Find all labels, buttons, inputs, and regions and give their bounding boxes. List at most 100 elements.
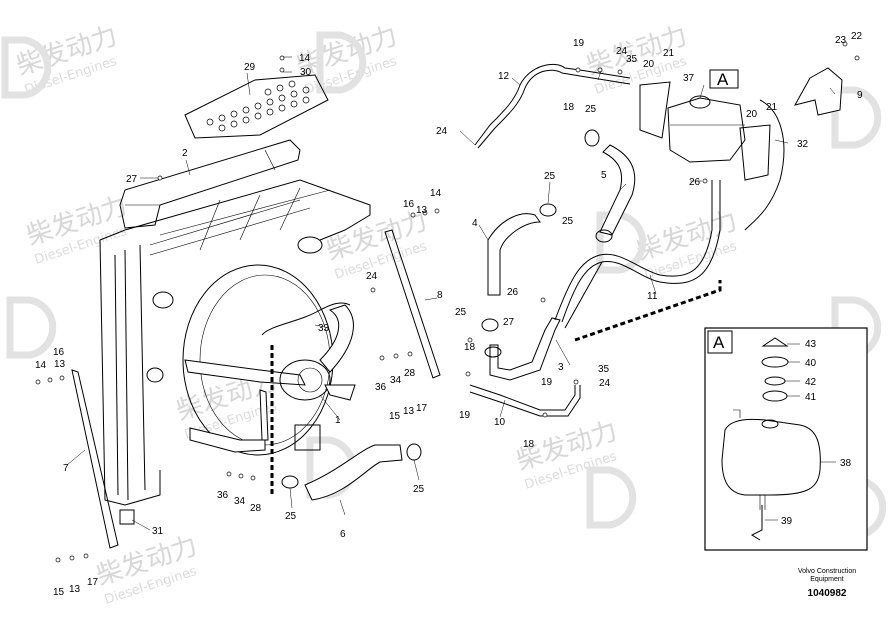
callout-24: 24 — [436, 126, 448, 137]
callout-26: 26 — [689, 177, 701, 188]
mount-bracket — [794, 67, 843, 116]
view-marker-letter: A — [717, 70, 729, 89]
callout-35: 35 — [598, 364, 610, 375]
detail-view-a: A 43 40 42 41 38 39 — [704, 327, 868, 551]
lower-hose — [304, 444, 403, 501]
callout-18: 18 — [523, 439, 535, 450]
callout-25: 25 — [455, 307, 467, 318]
callout-11: 11 — [647, 291, 658, 302]
callout-34: 34 — [234, 496, 246, 507]
callout-1: 1 — [335, 415, 341, 426]
callout-18: 18 — [563, 102, 575, 113]
callout-28: 28 — [250, 503, 262, 514]
return-hose — [744, 99, 785, 231]
callout-24: 24 — [366, 271, 378, 282]
callout-12: 12 — [498, 71, 510, 82]
callout-34: 34 — [390, 375, 402, 386]
tank-hose — [599, 144, 636, 236]
clamp-icon — [539, 203, 557, 217]
callout-25: 25 — [544, 171, 556, 182]
callout-14: 14 — [299, 53, 311, 64]
callout-30: 30 — [300, 67, 312, 78]
callout-19: 19 — [459, 410, 471, 421]
coolant-pipe — [184, 304, 356, 453]
callout-labels: 1 2 3 4 5 6 7 8 9 10 11 12 13 13 13 13 1… — [35, 31, 863, 598]
callout-38: 38 — [840, 458, 852, 469]
tank-icon — [721, 418, 821, 496]
callout-24: 24 — [599, 378, 611, 389]
radiator-frame — [99, 179, 371, 506]
callout-6: 6 — [340, 529, 346, 540]
callout-27: 27 — [503, 317, 515, 328]
callout-13: 13 — [403, 406, 415, 417]
callout-29: 29 — [244, 62, 256, 73]
callout-13: 13 — [54, 359, 66, 370]
callout-23: 23 — [835, 35, 847, 46]
callout-20: 20 — [746, 109, 758, 120]
callout-18: 18 — [464, 342, 476, 353]
callout-15: 15 — [53, 587, 65, 598]
callout-16: 16 — [53, 347, 65, 358]
callout-5: 5 — [601, 170, 607, 181]
bracket — [119, 139, 301, 229]
callout-10: 10 — [494, 417, 506, 428]
clamp-icon — [281, 475, 299, 489]
callout-16: 16 — [403, 199, 415, 210]
callout-3: 3 — [558, 362, 564, 373]
callout-20: 20 — [643, 59, 655, 70]
callout-37: 37 — [683, 73, 695, 84]
callout-35: 35 — [626, 54, 638, 65]
callout-22: 22 — [851, 31, 863, 42]
upper-hose — [487, 213, 541, 296]
clamp-icon — [481, 318, 499, 332]
clamp-icon — [406, 443, 422, 461]
clamp-icon — [584, 129, 600, 147]
fasteners — [35, 41, 860, 563]
callout-17: 17 — [87, 577, 99, 588]
callout-25: 25 — [585, 104, 597, 115]
callout-14: 14 — [430, 188, 442, 199]
dashed-connector — [574, 280, 722, 342]
stay-rod — [384, 229, 441, 379]
cap-icon — [761, 337, 789, 347]
metal-pipe — [489, 317, 561, 381]
callout-13: 13 — [416, 205, 428, 216]
overflow-hose — [554, 180, 713, 321]
clamp-icon — [595, 229, 613, 243]
callout-7: 7 — [63, 463, 69, 474]
callout-25: 25 — [285, 511, 297, 522]
expansion-tank — [667, 69, 746, 163]
document-number: 1040982 — [808, 588, 847, 599]
callout-21: 21 — [663, 48, 675, 59]
sensor-icon — [750, 505, 763, 541]
leader-lines — [66, 56, 836, 531]
stay-rod — [71, 369, 119, 549]
drain-hose — [469, 384, 576, 411]
detail-view-letter: A — [713, 333, 725, 352]
callout-25: 25 — [413, 484, 425, 495]
callout-13: 13 — [69, 584, 81, 595]
callout-36: 36 — [217, 490, 229, 501]
callout-42: 42 — [805, 377, 817, 388]
callout-19: 19 — [541, 377, 553, 388]
callout-27: 27 — [126, 174, 138, 185]
callout-8: 8 — [437, 290, 443, 301]
callout-21: 21 — [766, 102, 778, 113]
callout-14: 14 — [35, 360, 47, 371]
callout-24: 24 — [616, 46, 628, 57]
cover-plate — [184, 74, 329, 139]
callout-36: 36 — [375, 382, 387, 393]
footer: Volvo Construction Equipment 1040982 — [798, 568, 856, 599]
overflow-hose — [561, 180, 721, 323]
callout-19: 19 — [573, 38, 585, 49]
callout-26: 26 — [507, 287, 519, 298]
small-hose — [261, 302, 351, 336]
callout-4: 4 — [472, 218, 478, 229]
strap — [639, 81, 671, 139]
callout-25: 25 — [562, 216, 574, 227]
callout-32: 32 — [797, 139, 809, 150]
company-line-1: Volvo Construction — [798, 568, 856, 575]
company-line-2: Equipment — [810, 576, 844, 583]
callout-39: 39 — [781, 516, 793, 527]
